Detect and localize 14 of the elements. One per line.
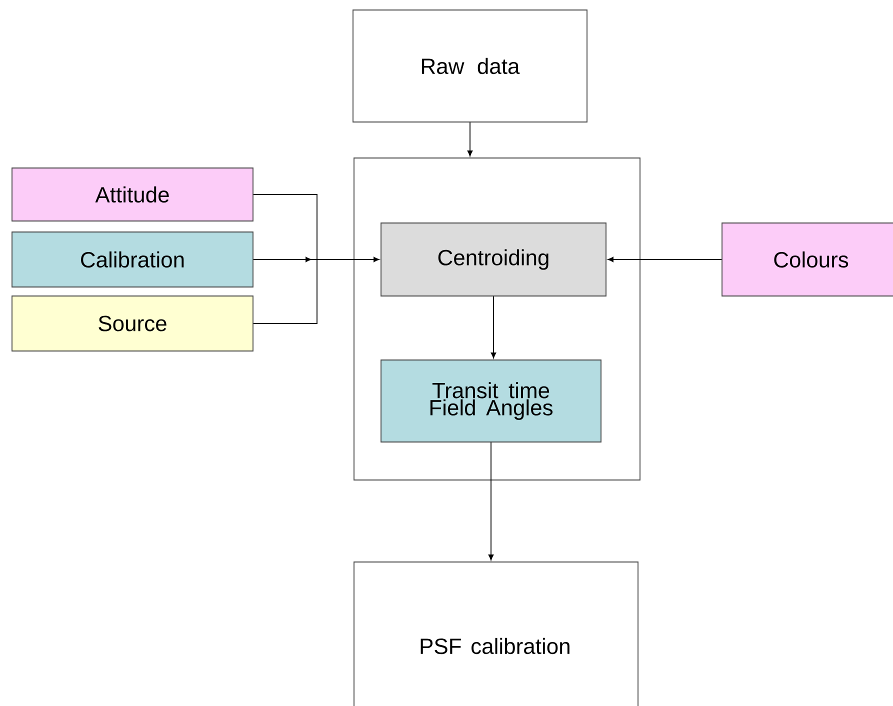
arrow bbox=[316, 256, 380, 262]
arrow bbox=[253, 256, 318, 262]
process-box: Raw data bbox=[352, 10, 588, 122]
arrow bbox=[490, 296, 496, 358]
process-box: Attitude bbox=[12, 168, 254, 222]
arrow bbox=[488, 442, 494, 560]
arrow bbox=[467, 122, 473, 156]
process-box: Calibration bbox=[12, 232, 254, 288]
arrow bbox=[608, 256, 722, 262]
process-box: Centroiding bbox=[380, 222, 606, 296]
process-box: Colours bbox=[722, 222, 893, 296]
process-box: Transit time Field Angles bbox=[380, 360, 602, 442]
process-box: Source bbox=[12, 296, 254, 352]
process-box: PSF calibration bbox=[354, 562, 638, 706]
